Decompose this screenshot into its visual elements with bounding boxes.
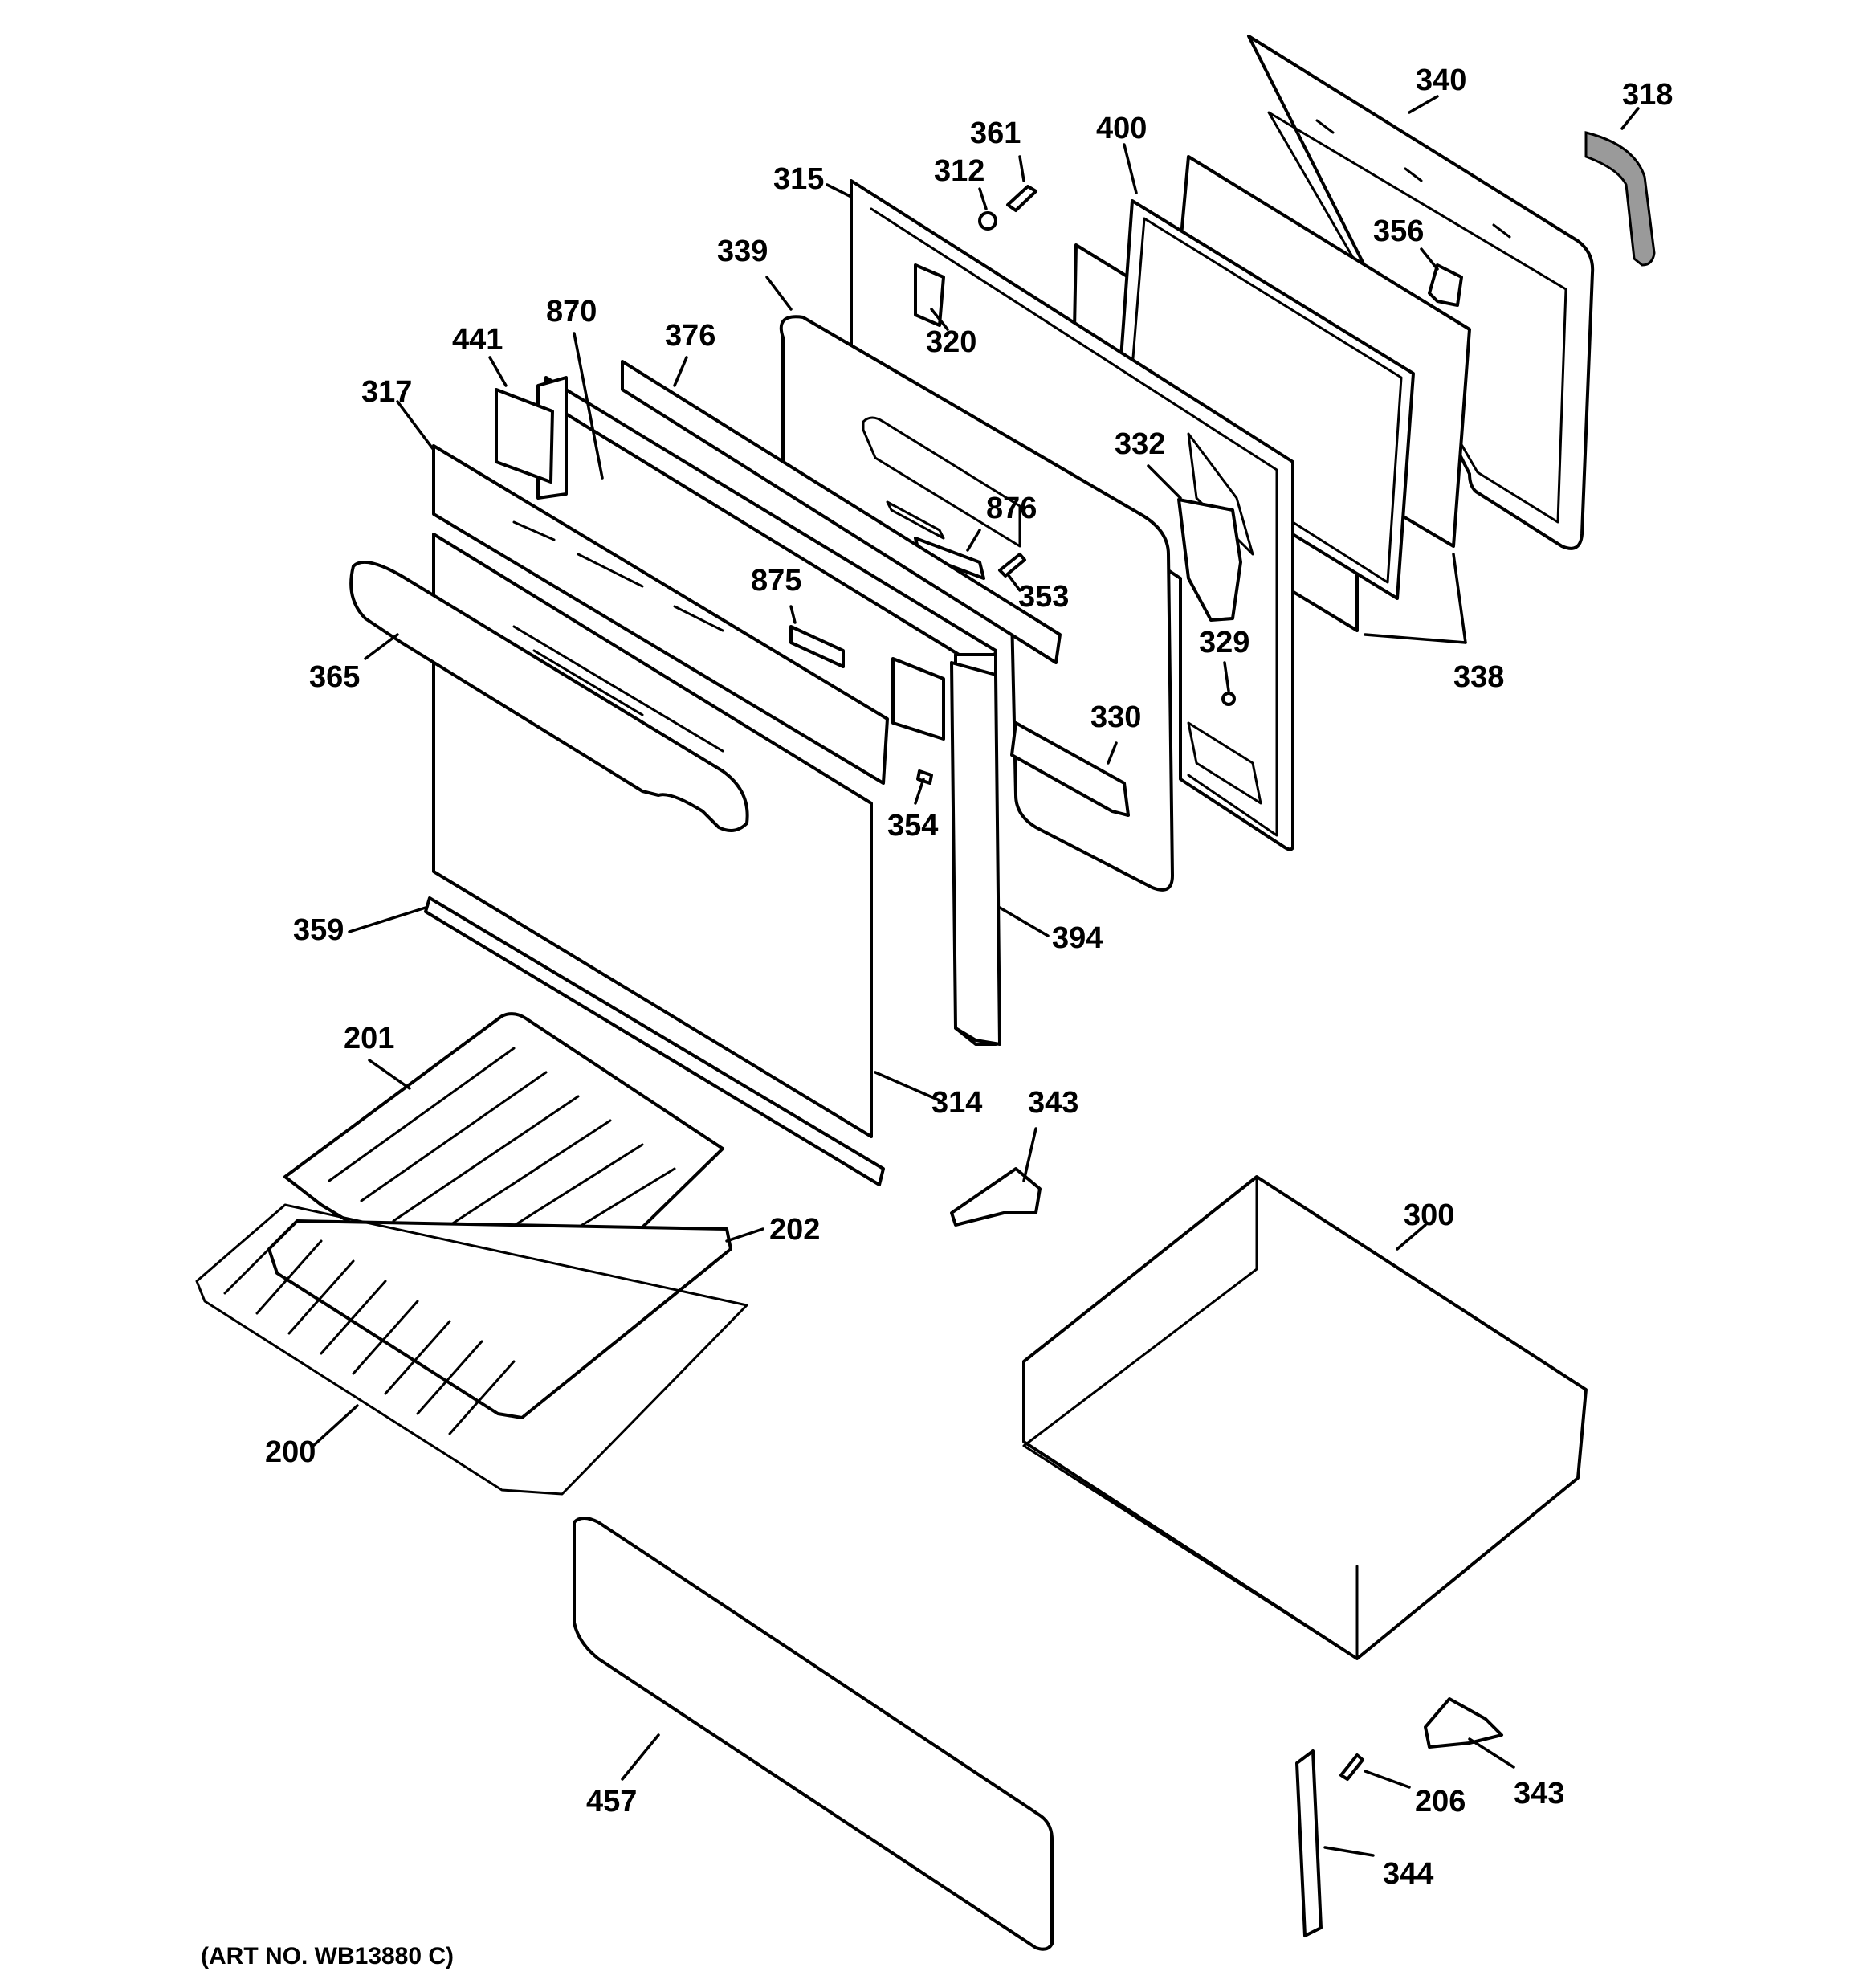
callout-876: 876 bbox=[986, 492, 1037, 525]
callout-457: 457 bbox=[586, 1785, 637, 1819]
part-screw-361 bbox=[1006, 185, 1037, 212]
callout-354: 354 bbox=[887, 809, 938, 843]
part-screw-206 bbox=[1339, 1753, 1364, 1781]
callout-376: 376 bbox=[665, 319, 715, 353]
part-drawer-slide-343-top bbox=[950, 1167, 1042, 1227]
callout-330: 330 bbox=[1090, 700, 1141, 734]
callout-400: 400 bbox=[1096, 112, 1147, 145]
part-hinge-441-right bbox=[891, 657, 945, 741]
part-top-trim-376 bbox=[621, 360, 1062, 664]
callout-labels: 340 318 361 400 312 315 356 339 320 870 … bbox=[265, 63, 1673, 1891]
part-outer-door-frame-340 bbox=[1247, 35, 1595, 550]
part-door-handle-365 bbox=[349, 561, 749, 832]
callout-353: 353 bbox=[1018, 580, 1069, 614]
part-screw-329 bbox=[1221, 692, 1236, 706]
part-drawer-body-300 bbox=[1022, 1175, 1588, 1660]
callout-206: 206 bbox=[1415, 1785, 1466, 1819]
callout-338: 338 bbox=[1453, 660, 1504, 694]
part-hinge-receiver-356 bbox=[1428, 263, 1463, 307]
part-inner-door-liner-315 bbox=[850, 179, 1294, 851]
callout-365: 365 bbox=[309, 660, 360, 694]
part-hinge-bracket-320 bbox=[914, 263, 945, 327]
callout-318: 318 bbox=[1622, 78, 1673, 112]
callout-317: 317 bbox=[361, 375, 412, 409]
callout-339: 339 bbox=[717, 235, 768, 268]
part-screw-354 bbox=[916, 769, 933, 785]
callout-359: 359 bbox=[293, 913, 344, 947]
part-door-gasket-318 bbox=[1584, 131, 1656, 267]
part-bottom-trim-359 bbox=[424, 896, 885, 1186]
part-vent-trim-317 bbox=[432, 444, 889, 785]
callout-329: 329 bbox=[1199, 626, 1249, 659]
leader-lines bbox=[312, 95, 1640, 1857]
part-shield-330 bbox=[1010, 721, 1130, 817]
part-insulation-blanket-339 bbox=[779, 315, 1174, 892]
callout-870: 870 bbox=[546, 295, 597, 329]
callout-356: 356 bbox=[1373, 214, 1424, 248]
part-side-trim-394 bbox=[950, 661, 1001, 1046]
callout-332: 332 bbox=[1115, 427, 1165, 461]
callout-344: 344 bbox=[1383, 1857, 1433, 1891]
callout-315: 315 bbox=[773, 162, 824, 196]
part-vent-875 bbox=[789, 625, 845, 668]
art-number: (ART NO. WB13880 C) bbox=[201, 1943, 454, 1970]
part-hinge-441-left bbox=[495, 388, 554, 484]
callout-312: 312 bbox=[934, 154, 984, 188]
callout-441: 441 bbox=[452, 323, 503, 357]
callout-343-bottom: 343 bbox=[1514, 1777, 1564, 1810]
part-drawer-slide-343-bottom bbox=[1424, 1697, 1503, 1749]
callout-314: 314 bbox=[932, 1086, 982, 1120]
part-screw-353 bbox=[998, 553, 1026, 578]
callout-875: 875 bbox=[751, 564, 801, 598]
callout-361: 361 bbox=[970, 116, 1021, 150]
part-insulation-332 bbox=[1177, 498, 1242, 622]
callout-300: 300 bbox=[1404, 1198, 1454, 1232]
callout-201: 201 bbox=[344, 1022, 394, 1055]
part-oven-rack-200 bbox=[195, 1203, 748, 1496]
callout-343-top: 343 bbox=[1028, 1086, 1078, 1120]
part-drawer-front-457 bbox=[573, 1517, 1054, 1951]
callout-340: 340 bbox=[1416, 63, 1466, 97]
callout-202: 202 bbox=[769, 1213, 820, 1247]
callout-320: 320 bbox=[926, 325, 976, 359]
callout-394: 394 bbox=[1052, 921, 1103, 955]
callout-200: 200 bbox=[265, 1435, 316, 1469]
part-inner-door-frame-400 bbox=[1115, 199, 1415, 600]
part-drawer-rail-344 bbox=[1295, 1749, 1323, 1937]
part-nut-312 bbox=[978, 211, 997, 231]
